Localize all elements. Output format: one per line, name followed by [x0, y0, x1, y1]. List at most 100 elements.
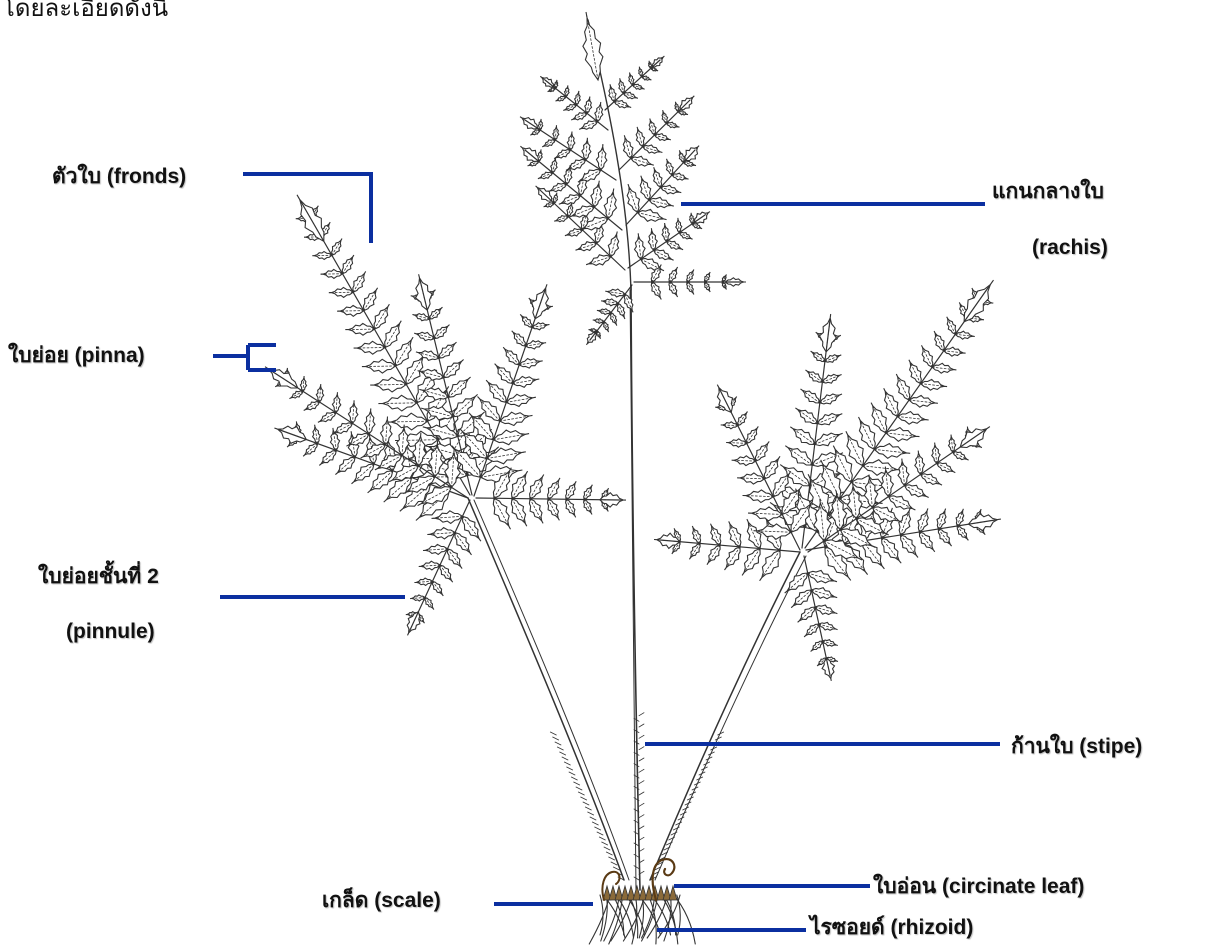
center-pinna-r2-lobe [684, 161, 697, 166]
label-pinnule-eng-text: (pinnule) [66, 620, 155, 643]
left-pinna-3-tip [416, 274, 433, 310]
stem-hair [602, 842, 608, 845]
label-stipe-eng: (stipe) [1079, 735, 1142, 758]
label-pinna-eng: (pinna) [75, 344, 145, 367]
center-pinna-r3-lobe [636, 127, 644, 147]
center-pinna-r3-lobe [631, 156, 654, 166]
label-fronds-thai: ตัวใบ [52, 165, 101, 188]
center-pinna-r3-lobe [662, 110, 668, 123]
right-pinna-7-lobe [932, 443, 940, 464]
stem-hair [557, 747, 563, 750]
label-stipe: ก้านใบ (stipe) [1011, 736, 1142, 757]
stem-hair [639, 724, 644, 727]
center-pinna-l1-lobe [576, 242, 597, 251]
stem-hair [634, 877, 639, 880]
center-pinna-r1-lobe [648, 228, 657, 250]
center-pinna-r1-lobe [676, 218, 682, 233]
left-pinna-4-lobe [519, 359, 543, 369]
stem-hair [639, 735, 644, 738]
stem-hair [639, 826, 644, 829]
center-pinna-l4-lobe [575, 91, 581, 105]
center-pinna-r2-lobe [649, 197, 674, 207]
right-pinna-3-lobe [934, 331, 944, 351]
stem-hair [609, 857, 615, 860]
label-pinnule-thai-text: ใบย่อยชั้นที่ 2 [38, 565, 159, 588]
stem-hair [639, 837, 644, 840]
stem-hair [639, 769, 644, 772]
rhizoid-strand [600, 895, 603, 935]
stem-hair [611, 862, 617, 865]
label-rachis-thai-text: แกนกลางใบ [992, 180, 1104, 203]
right-pinna-2-lobe [817, 414, 842, 425]
right-pinna-5-lobe [808, 570, 837, 583]
left-pinna-4-tip [532, 284, 549, 319]
center-pinna-r2-lobe [679, 150, 684, 162]
stem-hair [639, 781, 644, 784]
label-rachis-thai: แกนกลางใบ [992, 181, 1104, 202]
left-pinna-6-lobe [432, 511, 463, 524]
label-rachis-eng-text: (rachis) [1032, 236, 1108, 259]
label-pinna-thai: ใบย่อย [8, 344, 69, 367]
left-pinna-4-lobe [506, 394, 536, 406]
right-pinna-1-lobe [747, 519, 761, 549]
stem-right [650, 552, 800, 880]
stem-hair [634, 866, 639, 869]
stem-hair [585, 807, 591, 810]
stem-hair [669, 837, 675, 840]
right-pinna-3-lobe [898, 412, 929, 425]
leader-lines [213, 174, 1000, 930]
stem-hair [639, 713, 644, 716]
stem-hair [639, 815, 644, 818]
center-pinna-l4-axis [545, 80, 608, 130]
label-scale-eng: (scale) [374, 889, 441, 912]
center-pinna-l2-lobe [591, 181, 602, 207]
scale-mark [669, 886, 677, 900]
label-rhizoid: ไรซอยด์ (rhizoid) [810, 917, 973, 938]
left-pinna-3-lobe [416, 351, 439, 361]
stem-hair [634, 854, 639, 857]
label-pinna: ใบย่อย (pinna) [8, 345, 145, 366]
left-pinna-4-lobe [493, 430, 529, 445]
center-frond-tip [583, 12, 603, 80]
stem-hair [560, 752, 566, 755]
stem-hair [578, 792, 584, 795]
left-pinna-4-axis [474, 290, 545, 496]
center-pinna-r2-lobe [661, 185, 682, 194]
label-rhizoid-thai: ไรซอยด์ [810, 916, 885, 939]
stem-hair [553, 737, 559, 740]
left-pinna-2-lobe [342, 255, 354, 274]
stem-hair [671, 832, 677, 835]
stem-hair [574, 782, 580, 785]
stem-left-2 [474, 500, 629, 880]
stem-right-2 [655, 556, 806, 880]
right-pinna-3-lobe [944, 347, 966, 356]
center-pinna-l5-lobe [597, 309, 611, 315]
stem-hair [583, 802, 589, 805]
stem-left [468, 498, 624, 880]
center-pinna-r4-lobe [609, 84, 616, 102]
left-pinna-4-lobe [500, 412, 533, 425]
stem-hair [639, 747, 644, 750]
stem-center-2 [630, 290, 636, 890]
left-pinna-7-lobe [332, 423, 352, 434]
left-pinna-4-lobe [487, 448, 526, 464]
right-pinna-3-lobe [909, 395, 938, 407]
label-pinnule-thai: ใบย่อยชั้นที่ 2 [38, 566, 159, 587]
leader-pinna [213, 345, 276, 370]
center-pinna-r3-lobe [623, 135, 633, 158]
stem-hair [613, 867, 619, 870]
stem-hair [567, 767, 573, 770]
stem-hair [571, 777, 577, 780]
left-pinna-5-lobe [511, 499, 527, 527]
right-pinna-5-lobe [811, 588, 837, 599]
stem-hair [673, 827, 679, 830]
label-circinate: ใบอ่อน (circinate leaf) [873, 876, 1084, 897]
center-pinna-l2-lobe [604, 189, 616, 219]
label-circinate-eng: (circinate leaf) [942, 875, 1084, 898]
stem-hair [590, 817, 596, 820]
right-pinna-3-lobe [884, 388, 899, 416]
fern-illustration [265, 12, 1001, 944]
left-pinna-2-lobe [321, 269, 343, 278]
stem-hair [569, 772, 575, 775]
